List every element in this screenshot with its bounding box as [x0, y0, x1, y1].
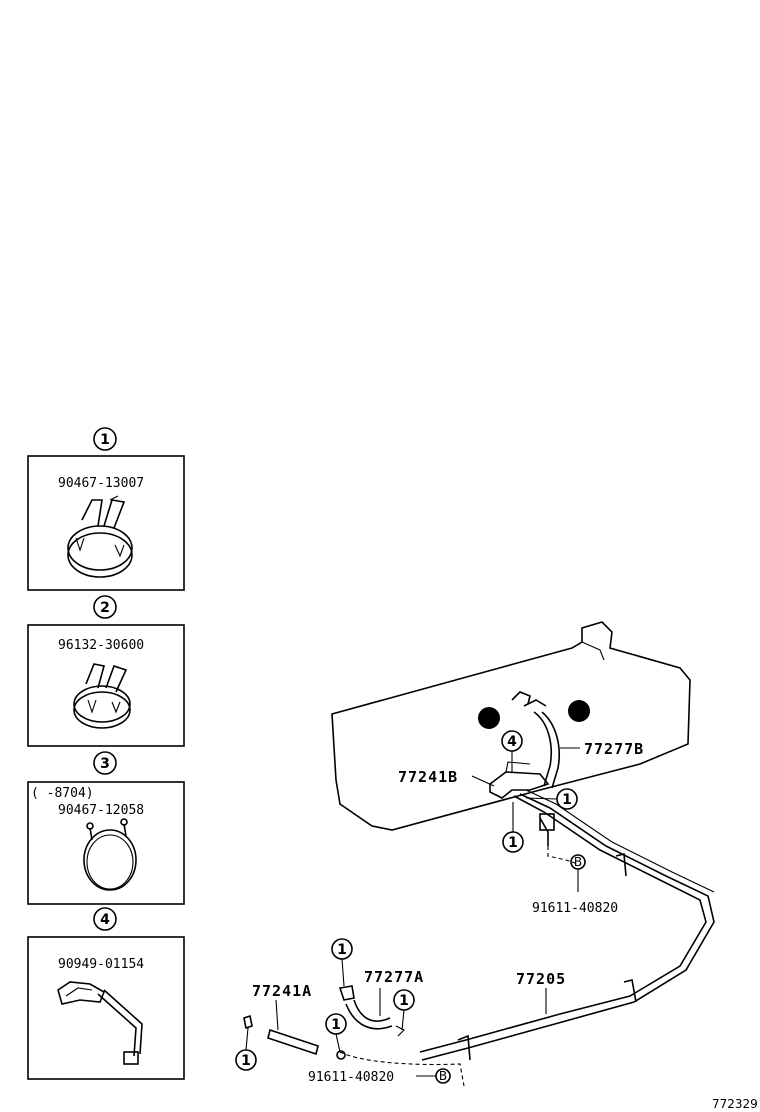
legend-item-1: 1 90467-13007	[27, 427, 185, 591]
hose-77277b	[533, 711, 560, 789]
spring-clamp-icon	[83, 818, 137, 891]
callout-clip-4: 4	[507, 734, 517, 750]
callout-77277b: 77277B	[584, 740, 644, 758]
legend-part-number-3: 90467-12058	[58, 803, 144, 818]
callout-77205: 77205	[516, 970, 566, 988]
legend-item-3: 3 ( -8704) 90467-12058	[27, 751, 185, 905]
hose-clamp-icon	[67, 495, 133, 578]
legend-number-2: 2	[100, 600, 110, 616]
legend-part-number-4: 90949-01154	[58, 957, 144, 972]
bolt-marker-lower: B	[439, 1069, 447, 1083]
fuel-tube-77205	[419, 789, 715, 1061]
pipe-clip-icon	[57, 981, 143, 1065]
bracket-77241a	[267, 1028, 319, 1056]
callout-clip-1-hose-top: 1	[337, 942, 347, 958]
callout-bolt-upper: 91611-40820	[532, 901, 618, 916]
legend-item-2: 2 96132-30600	[27, 595, 185, 747]
callout-77241b: 77241B	[398, 768, 458, 786]
bracket-77241b	[489, 761, 550, 799]
callout-clip-1-hose-right: 1	[399, 993, 409, 1009]
callout-bolt-lower: 91611-40820	[308, 1070, 394, 1085]
hose-77277a	[338, 985, 393, 1030]
callout-clip-1-upper-left: 1	[508, 835, 518, 851]
fuel-tank	[331, 621, 691, 831]
legend-number-1: 1	[100, 432, 110, 448]
legend-note-3: ( -8704)	[31, 786, 94, 801]
legend-number-3: 3	[100, 756, 110, 772]
legend-part-number-1: 90467-13007	[58, 476, 144, 491]
callout-77241a: 77241A	[252, 982, 312, 1000]
callout-clip-1-hose-left: 1	[331, 1017, 341, 1033]
legend-item-4: 4 90949-01154	[27, 907, 185, 1080]
bolt-marker-upper: B	[574, 855, 582, 869]
callout-77277a: 77277A	[364, 968, 424, 986]
figure-id: 772329	[712, 1097, 758, 1111]
callout-clip-1-upper-right: 1	[562, 792, 572, 808]
hose-clamp-small-icon	[73, 663, 131, 729]
legend-part-number-2: 96132-30600	[58, 638, 144, 653]
legend-number-4: 4	[100, 912, 110, 928]
callout-clip-1-bracket: 1	[241, 1053, 251, 1069]
